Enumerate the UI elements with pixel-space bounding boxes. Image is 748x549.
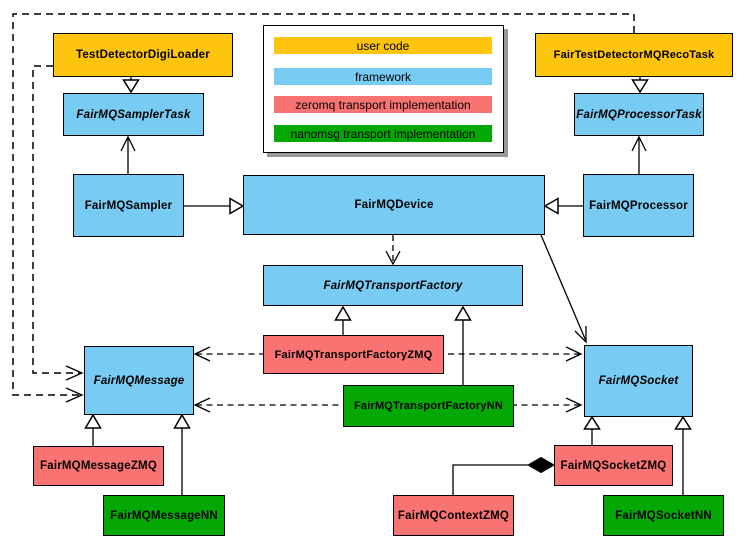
legend-item-user-code: user code — [274, 37, 492, 54]
edge-sampler-samplertask-arrow — [120, 135, 136, 174]
node-fairmq-message: FairMQMessage — [84, 346, 194, 415]
edge-tfnn-transportfactory-inheritance — [454, 305, 472, 385]
node-fair-test-detector-mq-reco-task: FairTestDetectorMQRecoTask — [535, 33, 733, 77]
node-fairmq-sampler: FairMQSampler — [73, 174, 184, 237]
edge-device-transportfactory-dependency — [385, 235, 401, 266]
node-fairmq-message-nn: FairMQMessageNN — [103, 495, 225, 536]
node-fairmq-transport-factory-nn: FairMQTransportFactoryNN — [343, 385, 514, 427]
node-fairmq-transport-factory-zmq: FairMQTransportFactoryZMQ — [263, 335, 444, 374]
edge-socketnn-socket-inheritance — [674, 415, 692, 495]
legend: user code framework zeromq transport imp… — [263, 25, 504, 153]
edge-digiloader-samplertask-inheritance — [122, 77, 140, 94]
edge-socketzmq-socket-inheritance — [583, 415, 601, 445]
node-fairmq-socket: FairMQSocket — [584, 345, 693, 417]
node-fairmq-socket-nn: FairMQSocketNN — [603, 495, 724, 536]
legend-item-nanomsg: nanomsg transport implementation — [274, 125, 492, 142]
node-fairmq-device: FairMQDevice — [243, 175, 545, 235]
node-fairmq-sampler-task: FairMQSamplerTask — [63, 93, 204, 136]
edge-messagenn-message-inheritance — [173, 413, 191, 495]
edge-recotask-processortask-inheritance — [631, 77, 649, 94]
node-fairmq-transport-factory: FairMQTransportFactory — [263, 265, 523, 306]
edge-device-socket-arrow — [540, 234, 587, 344]
edge-processor-device-inheritance — [543, 197, 583, 215]
edge-processor-processortask-arrow — [631, 135, 647, 174]
edge-recotask-to-message-dashed — [12, 13, 635, 403]
node-fairmq-context-zmq: FairMQContextZMQ — [393, 495, 514, 536]
node-fairmq-processor: FairMQProcessor — [583, 174, 694, 237]
edge-contextzmq-socketzmq-composition — [452, 456, 556, 495]
edge-sampler-device-inheritance — [184, 197, 245, 215]
edge-tfzmq-transportfactory-inheritance — [334, 305, 352, 335]
edge-messagezmq-message-inheritance — [84, 413, 102, 446]
node-fairmq-message-zmq: FairMQMessageZMQ — [33, 446, 164, 486]
node-test-detector-digi-loader: TestDetectorDigiLoader — [53, 33, 233, 77]
node-fairmq-socket-zmq: FairMQSocketZMQ — [554, 445, 673, 486]
legend-item-zeromq: zeromq transport implementation — [274, 96, 492, 113]
legend-item-framework: framework — [274, 68, 492, 85]
edge-digiloader-to-message-dashed — [32, 65, 84, 381]
node-fairmq-processor-task: FairMQProcessorTask — [574, 93, 704, 136]
